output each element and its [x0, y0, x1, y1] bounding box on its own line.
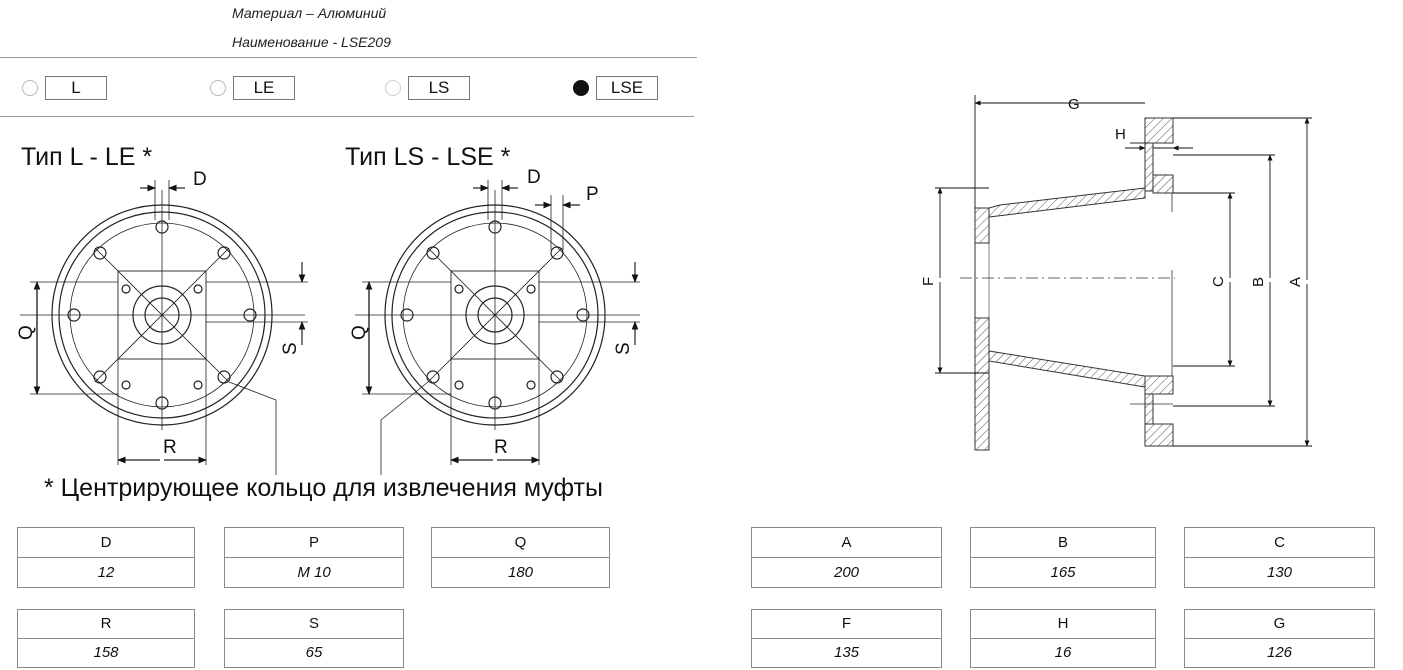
table-cell-d: D 12	[17, 527, 195, 588]
table-cell-f: F 135	[751, 609, 942, 668]
cell-header: P	[225, 528, 403, 558]
option-lse[interactable]: LSE	[573, 74, 658, 102]
dim-label-s-left: S	[280, 342, 301, 355]
cell-header: F	[752, 610, 941, 639]
radio-l[interactable]	[22, 80, 38, 96]
dim-label-a: A	[1287, 277, 1304, 287]
cell-header: S	[225, 610, 403, 639]
cell-header: C	[1185, 528, 1374, 558]
option-label-lse: LSE	[596, 76, 658, 100]
cell-value: 16	[1054, 644, 1072, 662]
dim-label-c: C	[1210, 276, 1227, 287]
cell-header: R	[18, 610, 194, 639]
table-cell-q: Q 180	[431, 527, 610, 588]
material-text: Материал – Алюминий	[232, 5, 387, 21]
dim-label-q-right: Q	[349, 325, 370, 340]
product-name-text: Наименование - LSE209	[232, 34, 391, 50]
cell-value: 158	[93, 644, 119, 662]
cell-header: H	[971, 610, 1155, 639]
radio-lse[interactable]	[573, 80, 589, 96]
cell-value: 130	[1266, 563, 1293, 581]
cell-header: Q	[432, 528, 609, 558]
cell-header: G	[1185, 610, 1374, 639]
table-cell-s: S 65	[224, 609, 404, 668]
cell-header: A	[752, 528, 941, 558]
dim-label-p-right: P	[586, 184, 599, 205]
table-cell-a: A 200	[751, 527, 942, 588]
header-divider	[0, 57, 697, 58]
table-cell-r: R 158	[17, 609, 195, 668]
dim-label-r-left: R	[163, 437, 177, 458]
cell-header: D	[18, 528, 194, 558]
cell-header: B	[971, 528, 1155, 558]
dim-label-q-left: Q	[16, 325, 37, 340]
dim-label-f: F	[920, 277, 937, 286]
dim-label-g: G	[1068, 96, 1080, 113]
table-cell-h: H 16	[970, 609, 1156, 668]
radio-le[interactable]	[210, 80, 226, 96]
radio-ls[interactable]	[385, 80, 401, 96]
cell-value: 65	[305, 644, 323, 662]
cell-value: 200	[833, 563, 860, 581]
table-cell-b: B 165	[970, 527, 1156, 588]
table-cell-g: G 126	[1184, 609, 1375, 668]
dim-label-s-right: S	[613, 342, 634, 355]
table-cell-p: P M 10	[224, 527, 404, 588]
cell-value: 135	[833, 644, 860, 662]
option-label-l: L	[45, 76, 107, 100]
flange-view-l-le	[20, 180, 308, 475]
options-divider	[0, 116, 694, 117]
cell-value: 180	[507, 563, 534, 581]
cell-value: 12	[97, 563, 115, 581]
option-l[interactable]: L	[22, 74, 107, 102]
option-le[interactable]: LE	[210, 74, 295, 102]
type-ls-lse-title: Тип LS - LSE *	[345, 143, 511, 171]
dim-label-h: H	[1115, 126, 1126, 143]
type-l-le-title: Тип L - LE *	[21, 143, 153, 171]
cell-value: 165	[1050, 563, 1076, 581]
cell-value: M 10	[297, 563, 331, 581]
footnote-text: * Центрирующее кольцо для извлечения муф…	[44, 474, 603, 502]
option-ls[interactable]: LS	[385, 74, 470, 102]
dim-label-d-right: D	[527, 167, 541, 188]
option-label-le: LE	[233, 76, 295, 100]
flange-view-ls-lse	[355, 180, 640, 475]
cell-value: 126	[1266, 644, 1293, 662]
table-cell-c: C 130	[1184, 527, 1375, 588]
option-label-ls: LS	[408, 76, 470, 100]
side-section-view	[960, 117, 1175, 451]
dim-label-r-right: R	[494, 437, 508, 458]
dim-label-b: B	[1250, 277, 1267, 287]
dim-label-d-left: D	[193, 169, 207, 190]
